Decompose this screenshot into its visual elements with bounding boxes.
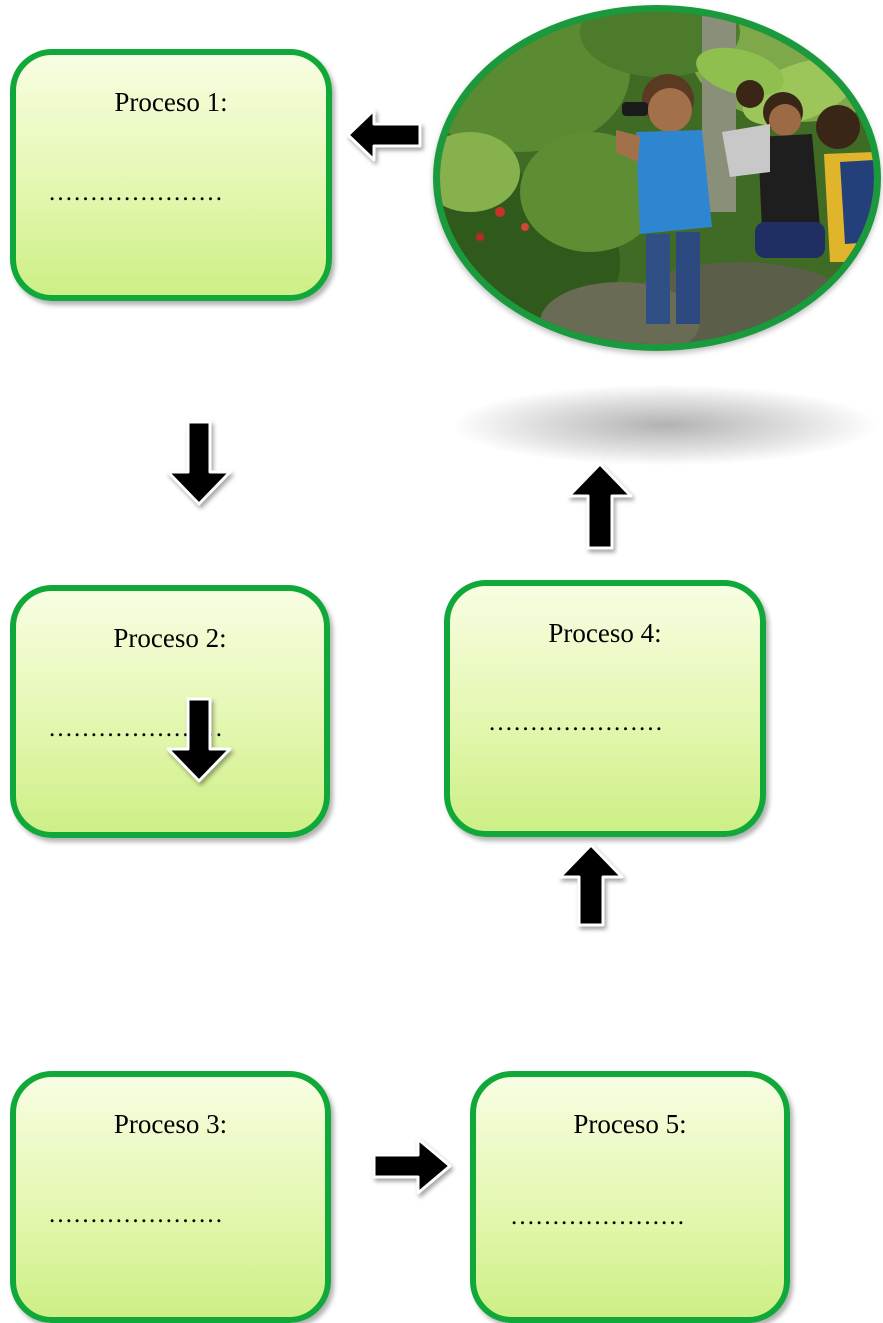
process-3-title: Proceso 3: <box>113 1109 228 1139</box>
process-2-title: Proceso 2: <box>113 623 227 653</box>
photo-reflection-shadow <box>455 385 875 465</box>
arrow-up-icon <box>557 843 625 927</box>
process-5-blank[interactable]: ………………… <box>510 1203 685 1230</box>
process-5-title: Proceso 5: <box>573 1109 687 1139</box>
process-4-box: Proceso 4: ………………… <box>444 580 766 837</box>
forest-scene-illustration <box>440 12 874 344</box>
process-3-box: Proceso 3: ………………… <box>10 1071 331 1323</box>
process-4-title: Proceso 4: <box>548 618 662 648</box>
arrow-down-icon <box>164 420 234 506</box>
process-3-blank[interactable]: ………………… <box>48 1201 223 1228</box>
arrow-right-icon <box>372 1136 454 1196</box>
process-4-blank[interactable]: ………………… <box>488 709 663 736</box>
process-2-box: Proceso 2: ………………… <box>10 585 330 838</box>
arrow-down-icon <box>164 697 234 783</box>
photo-ellipse-image <box>433 5 881 351</box>
process-5-box: Proceso 5: ………………… <box>470 1071 790 1323</box>
arrow-up-icon <box>566 462 634 550</box>
process-1-title: Proceso 1: <box>114 87 228 117</box>
arrow-left-icon <box>346 108 424 162</box>
process-1-blank[interactable]: ………………… <box>48 179 223 206</box>
observation-photo <box>433 5 883 357</box>
process-1-box: Proceso 1: ………………… <box>10 49 332 301</box>
